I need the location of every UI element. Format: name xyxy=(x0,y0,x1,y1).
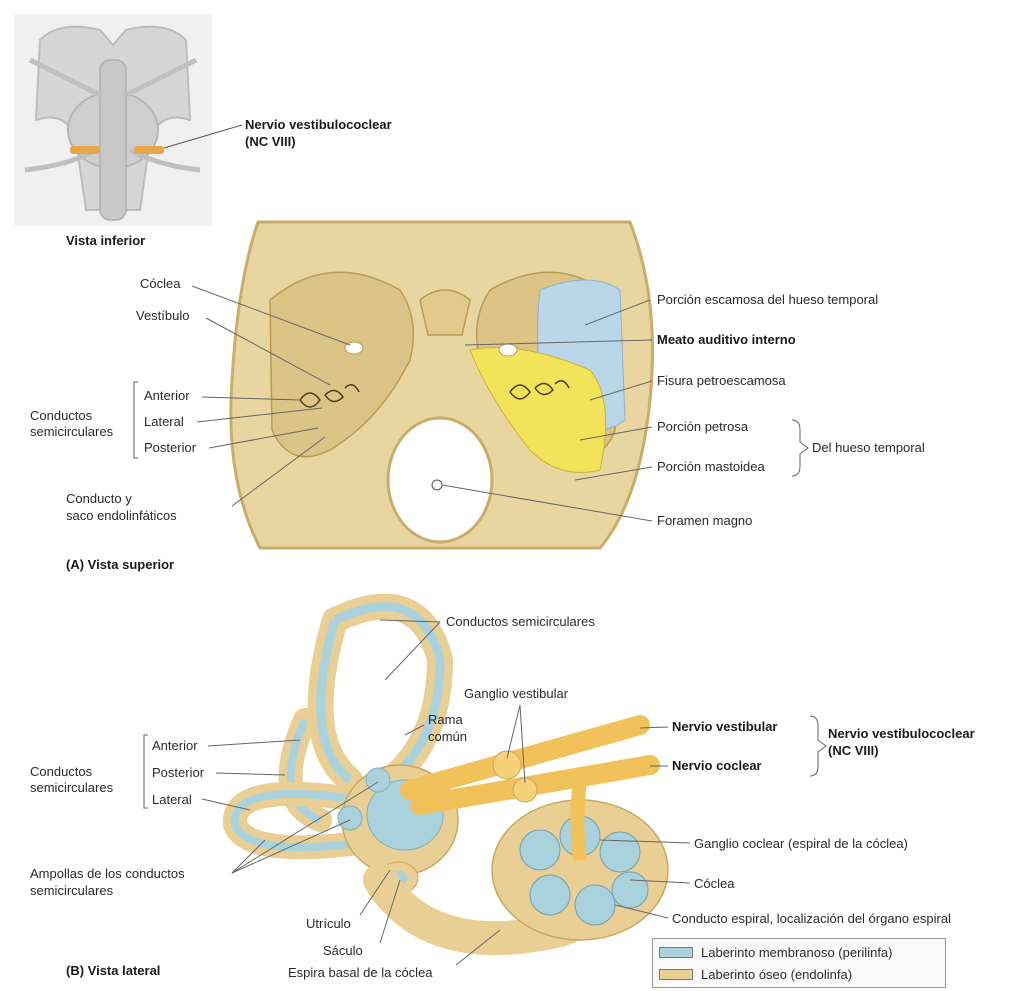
label-nvc-line2: (NC VIII) xyxy=(828,743,879,759)
label-conductos-top: Conductos semicirculares xyxy=(446,614,595,630)
label-espira: Espira basal de la cóclea xyxy=(288,965,433,981)
label-coclea-b: Cóclea xyxy=(694,876,734,892)
label-lateral-a: Lateral xyxy=(144,414,184,430)
inset-caption: Vista inferior xyxy=(66,233,145,248)
label-conductos-a-line2: semicirculares xyxy=(30,424,113,440)
label-conductos-b-line1: Conductos xyxy=(30,764,92,780)
label-posterior-a: Posterior xyxy=(144,440,196,456)
label-ganglio-vestibular: Ganglio vestibular xyxy=(464,686,568,702)
label-rama-line1: Rama xyxy=(428,712,463,728)
legend: Laberinto membranoso (perilinfa) Laberin… xyxy=(652,938,946,988)
label-mastoidea: Porción mastoidea xyxy=(657,459,765,475)
inset-nerve-label-line2: (NC VIII) xyxy=(245,134,296,150)
inset-nerve-label-line1: Nervio vestibulococlear xyxy=(245,117,392,133)
panel-b-labyrinth-illustration xyxy=(235,607,668,940)
label-petrosa: Porción petrosa xyxy=(657,419,748,435)
label-ampollas-line1: Ampollas de los conductos xyxy=(30,866,185,882)
label-saculo: Sáculo xyxy=(323,943,363,959)
inset-nerve-right xyxy=(134,146,164,154)
label-anterior-a: Anterior xyxy=(144,388,190,404)
label-ampollas-line2: semicirculares xyxy=(30,883,113,899)
panel-a-skull-illustration xyxy=(231,222,653,548)
legend-swatch-membranoso xyxy=(659,947,693,958)
label-fisura: Fisura petroescamosa xyxy=(657,373,786,389)
label-conductos-b-line2: semicirculares xyxy=(30,780,113,796)
foramen-magnum xyxy=(388,418,492,542)
legend-item-membranoso: Laberinto membranoso (perilinfa) xyxy=(659,942,892,962)
legend-label-membranoso: Laberinto membranoso (perilinfa) xyxy=(701,945,892,960)
label-endolinf-line2: saco endolinfáticos xyxy=(66,508,177,524)
inset-brainstem-illustration xyxy=(14,14,242,226)
label-vestibulo: Vestíbulo xyxy=(136,308,190,324)
label-escamosa: Porción escamosa del hueso temporal xyxy=(657,292,878,308)
label-utriculo: Utrículo xyxy=(306,916,351,932)
panel-b-caption: (B) Vista lateral xyxy=(66,963,160,978)
label-foramen: Foramen magno xyxy=(657,513,752,529)
label-coclea-a: Cóclea xyxy=(140,276,180,292)
label-nervio-vestibular: Nervio vestibular xyxy=(672,719,778,735)
label-rama-line2: común xyxy=(428,729,467,745)
label-ganglio-coclear: Ganglio coclear (espiral de la cóclea) xyxy=(694,836,908,852)
legend-item-oseo: Laberinto óseo (endolinfa) xyxy=(659,964,852,984)
label-endolinf-line1: Conducto y xyxy=(66,491,132,507)
label-anterior-b: Anterior xyxy=(152,738,198,754)
label-hueso-temporal: Del hueso temporal xyxy=(812,440,925,456)
label-conducto-espiral: Conducto espiral, localización del órgan… xyxy=(672,911,951,927)
label-lateral-b: Lateral xyxy=(152,792,192,808)
panel-a-caption: (A) Vista superior xyxy=(66,557,174,572)
legend-swatch-oseo xyxy=(659,969,693,980)
inset-nerve-left xyxy=(70,146,100,154)
label-nvc-line1: Nervio vestibulococlear xyxy=(828,726,975,742)
label-meato: Meato auditivo interno xyxy=(657,332,796,348)
label-conductos-a-line1: Conductos xyxy=(30,408,92,424)
label-nervio-coclear: Nervio coclear xyxy=(672,758,762,774)
label-posterior-b: Posterior xyxy=(152,765,204,781)
legend-label-oseo: Laberinto óseo (endolinfa) xyxy=(701,967,852,982)
